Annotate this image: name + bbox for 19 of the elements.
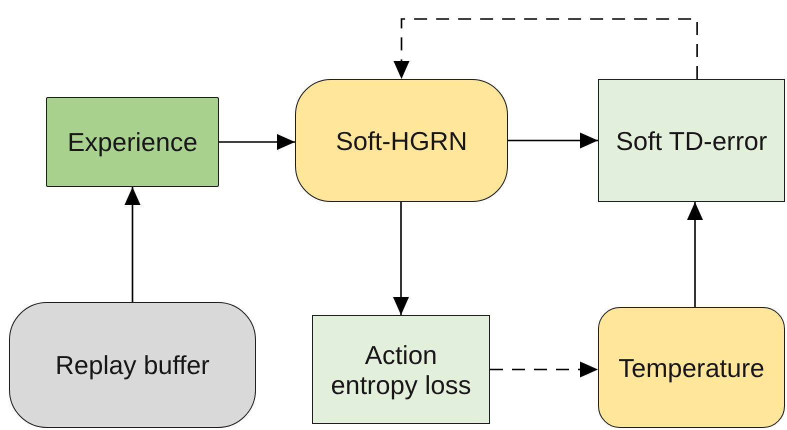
process-box — [46, 97, 219, 187]
box-label: Action entropy loss — [330, 340, 472, 400]
process-box — [312, 315, 490, 424]
rounded-box — [598, 307, 785, 428]
dashed-arrow — [490, 362, 598, 378]
box-label: Temperature — [618, 352, 764, 382]
arrow — [124, 187, 140, 302]
arrow — [393, 202, 409, 315]
arrow — [508, 132, 598, 148]
arrow — [219, 134, 295, 150]
box-label: Experience — [67, 127, 198, 157]
box-label: Soft TD-error — [616, 126, 768, 156]
rounded-box — [9, 302, 256, 428]
process-box — [598, 79, 785, 202]
dashed-arrow — [394, 18, 698, 79]
rounded-box — [295, 79, 508, 202]
arrow — [687, 202, 703, 307]
box-label: Replay buffer — [55, 350, 210, 380]
box-label: Soft-HGRN — [336, 126, 468, 156]
